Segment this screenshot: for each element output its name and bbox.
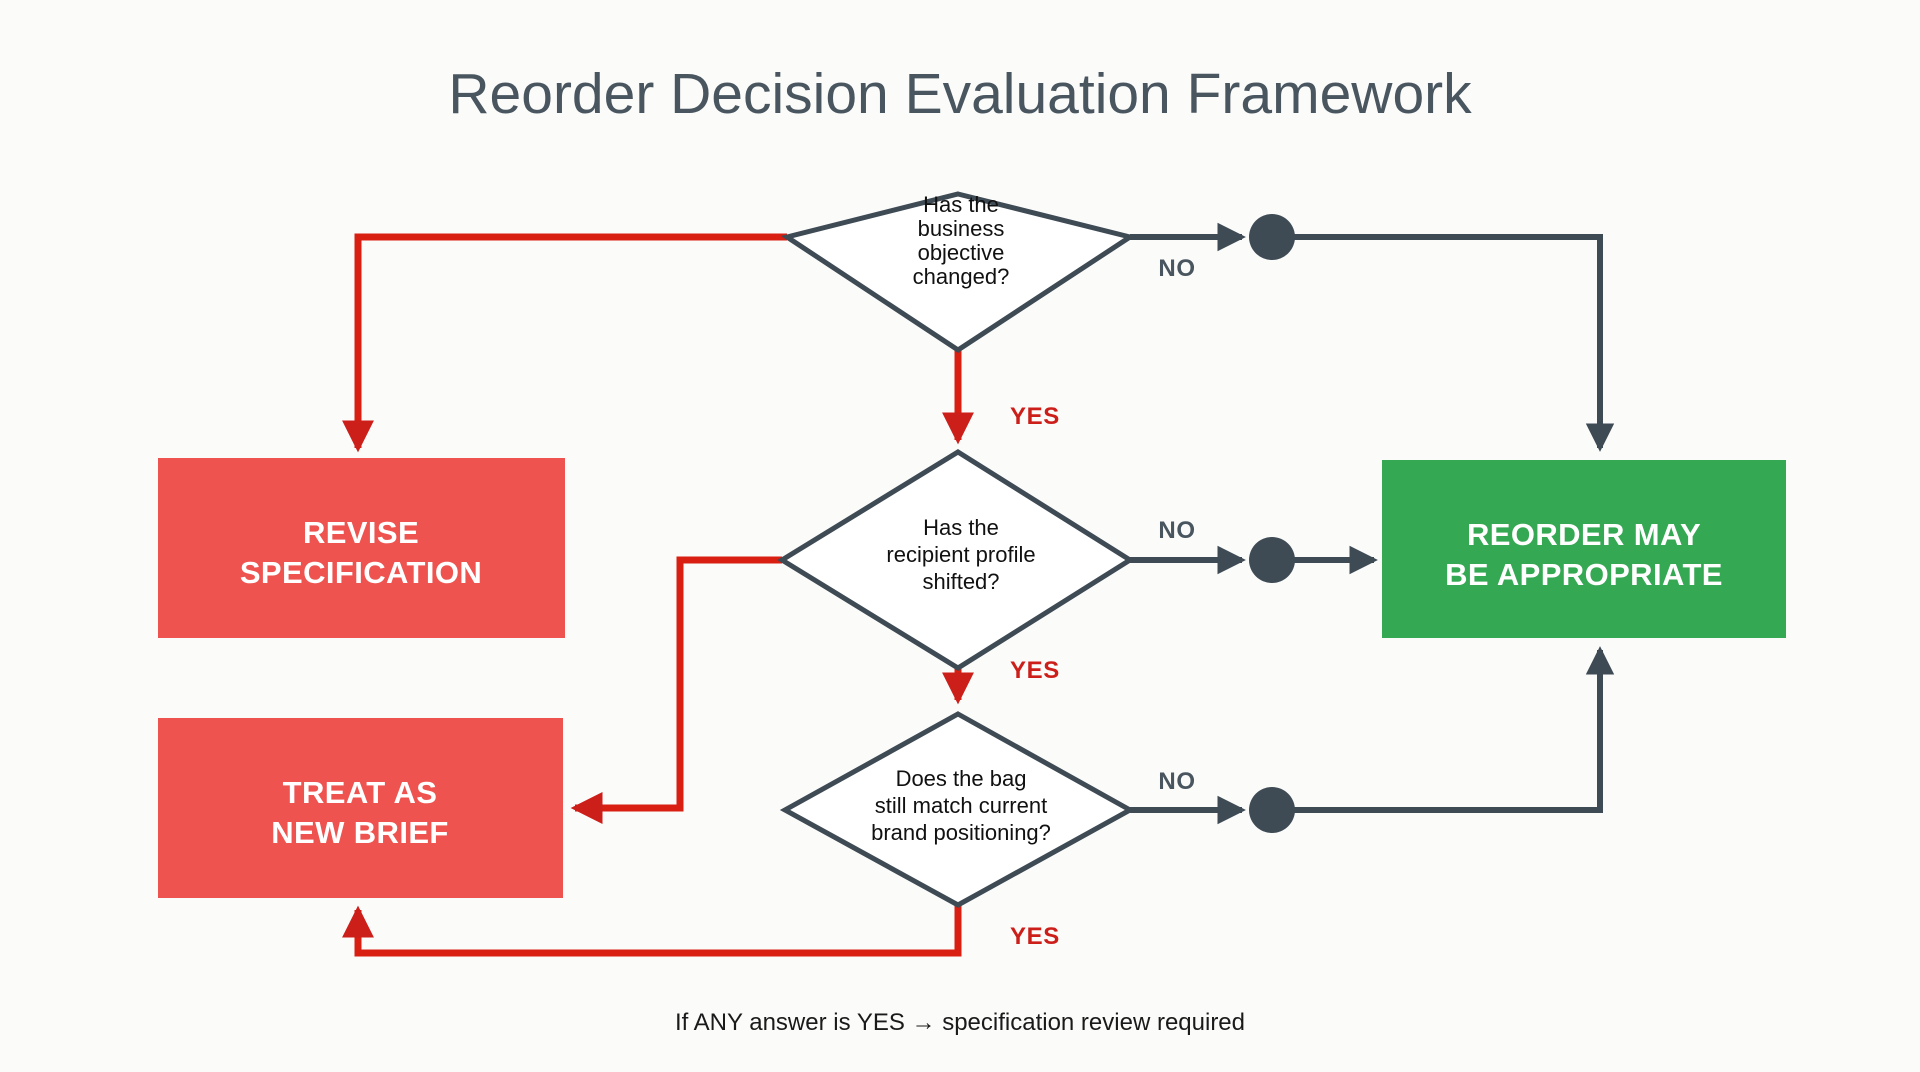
decision-business-objective-line-3: objective [918, 240, 1005, 265]
decision-brand-positioning-line-3: brand positioning? [871, 820, 1051, 845]
decision-business-objective-line-2: business [918, 216, 1005, 241]
decision-recipient-profile-line-2: recipient profile [886, 542, 1035, 567]
decision-recipient-profile-shape [777, 449, 1135, 671]
edge-no-brand-positioning-to-reorder [1294, 646, 1615, 813]
decision-brand-positioning-line-2: still match current [875, 793, 1047, 818]
outcome-treat-as-new-brief-line-2: NEW BRIEF [271, 815, 449, 850]
outcome-revise-specification-line-2: SPECIFICATION [240, 555, 482, 590]
decision-recipient-profile[interactable]: Has the recipient profile shifted? [777, 449, 1135, 671]
outcome-revise-specification-box [158, 458, 565, 638]
junction-dot-business-objective-no [1249, 214, 1295, 260]
page-title: Reorder Decision Evaluation Framework [448, 62, 1472, 126]
junction-dot-brand-positioning-no [1249, 787, 1295, 833]
decision-recipient-profile-line-1: Has the [923, 515, 999, 540]
decision-brand-positioning[interactable]: Does the bag still match current brand p… [779, 711, 1136, 908]
edge-label-yes-business-objective: YES [1010, 403, 1060, 430]
decision-brand-positioning-line-1: Does the bag [896, 766, 1027, 791]
outcome-treat-as-new-brief-box [158, 718, 563, 898]
outcome-revise-specification[interactable]: REVISE SPECIFICATION [158, 458, 565, 638]
outcome-reorder-may-be-appropriate-box [1382, 460, 1786, 638]
edge-label-yes-brand-positioning: YES [1010, 923, 1060, 950]
footer-caption: If ANY answer is YES → specification rev… [675, 1009, 1245, 1036]
decision-business-objective-line-1: Has the [923, 192, 999, 217]
junction-dot-recipient-profile-no [1249, 537, 1295, 583]
decision-business-objective[interactable]: Has the business objective changed? [780, 191, 1137, 353]
edge-yes-recipient-profile-to-new-brief [570, 556, 782, 825]
outcome-treat-as-new-brief[interactable]: TREAT AS NEW BRIEF [158, 718, 563, 898]
edge-no-business-objective-to-reorder [1294, 234, 1615, 452]
decision-recipient-profile-line-3: shifted? [922, 569, 999, 594]
outcome-reorder-may-be-appropriate-line-2: BE APPROPRIATE [1445, 557, 1723, 592]
outcome-reorder-may-be-appropriate[interactable]: REORDER MAY BE APPROPRIATE [1382, 460, 1786, 638]
outcome-treat-as-new-brief-line-1: TREAT AS [283, 775, 438, 810]
edge-yes-business-objective-to-revise [341, 233, 787, 453]
outcome-revise-specification-line-1: REVISE [303, 515, 419, 550]
edge-label-no-business-objective: NO [1158, 255, 1195, 282]
edge-label-no-recipient-profile: NO [1158, 517, 1195, 544]
decision-business-objective-line-4: changed? [913, 264, 1010, 289]
edge-label-no-brand-positioning: NO [1158, 768, 1195, 795]
outcome-reorder-may-be-appropriate-line-1: REORDER MAY [1467, 517, 1701, 552]
edge-label-yes-recipient-profile: YES [1010, 657, 1060, 684]
decision-brand-positioning-shape [779, 711, 1136, 908]
edge-yes-brand-positioning-to-new-brief [341, 905, 962, 957]
decision-business-objective-shape [780, 191, 1137, 353]
